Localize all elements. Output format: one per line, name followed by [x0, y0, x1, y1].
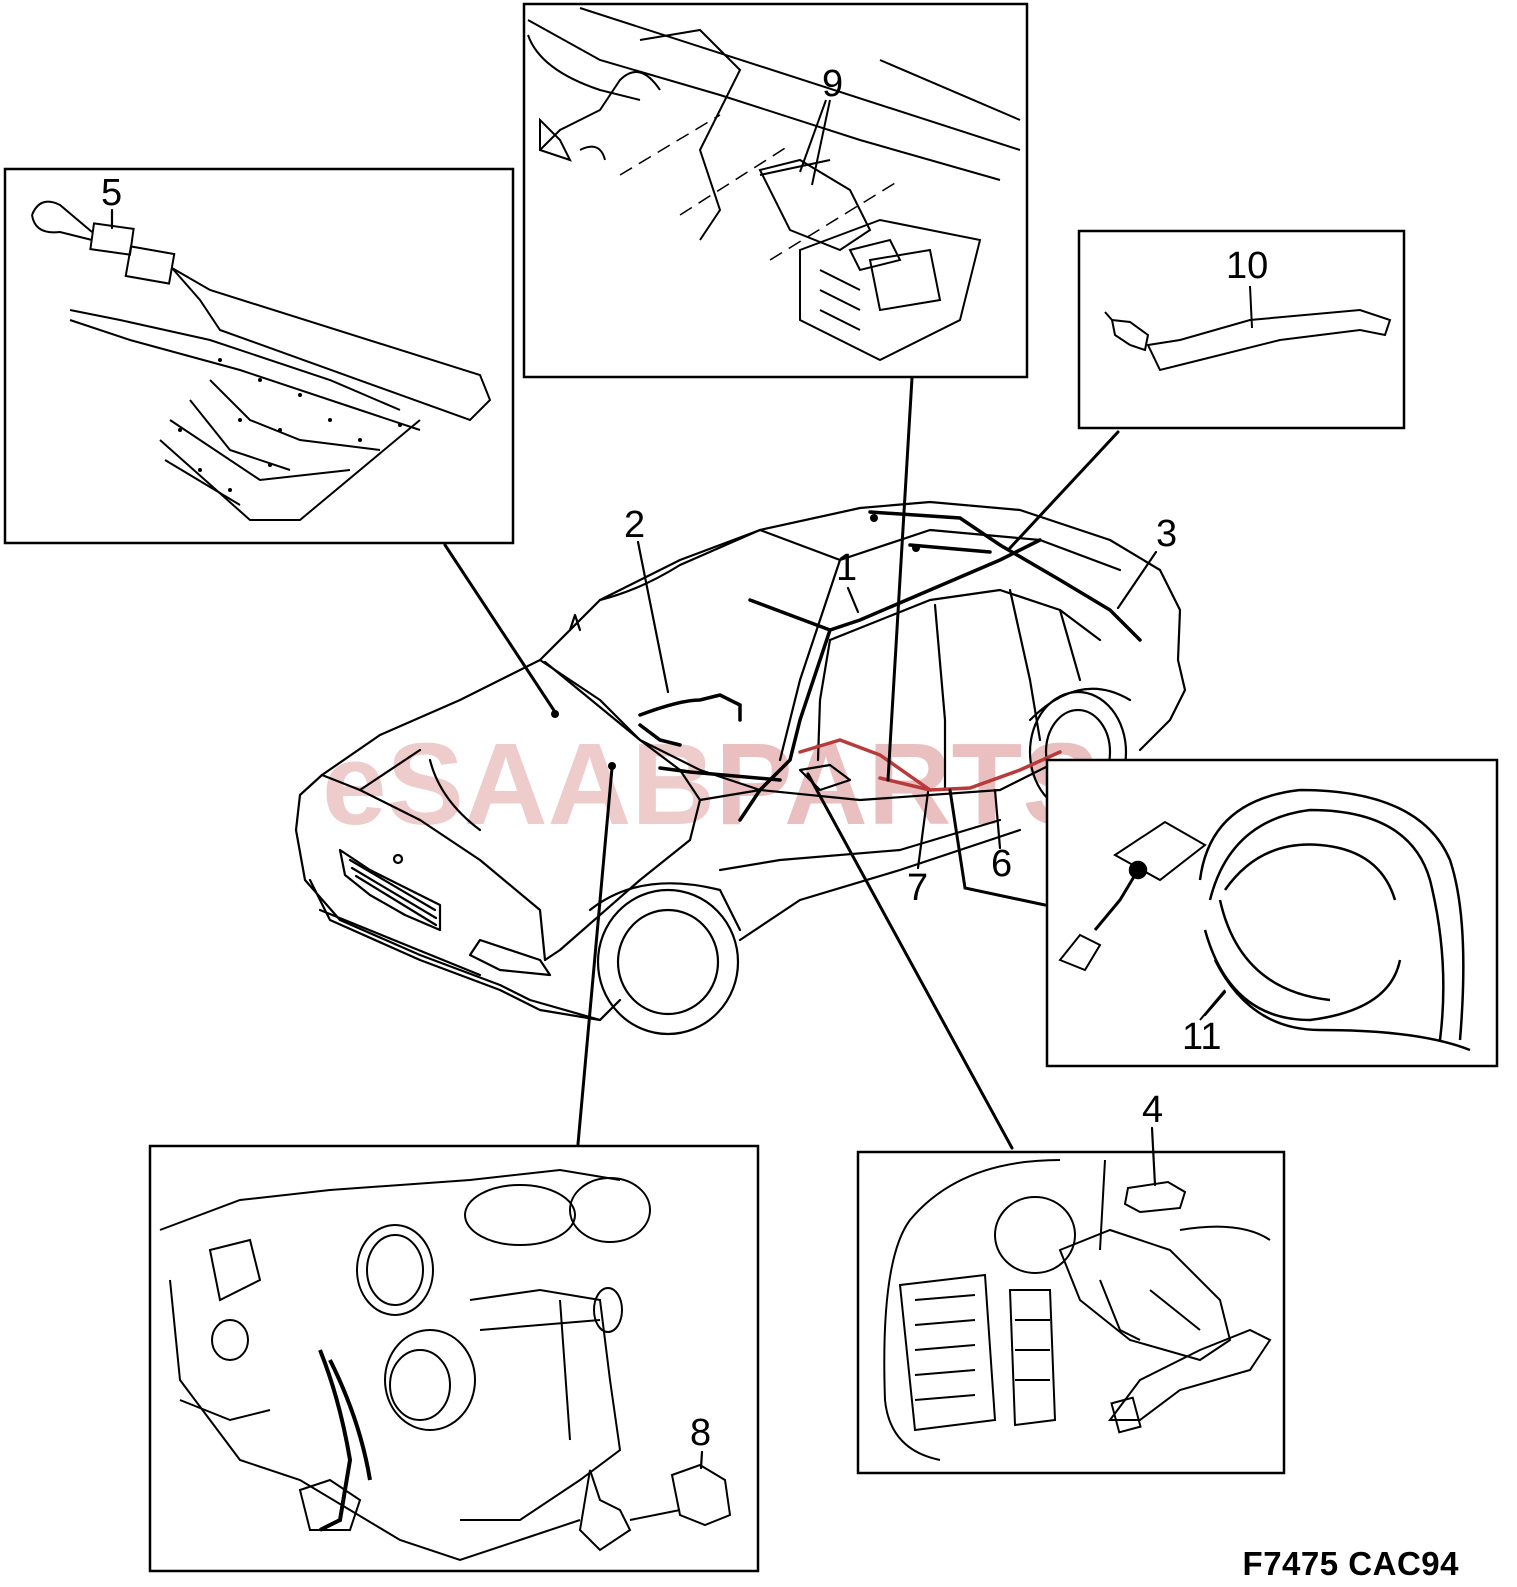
inset-box-11	[1045, 758, 1499, 1068]
inset-box-9	[522, 2, 1029, 379]
leader-dots	[551, 514, 920, 770]
harness-wiring	[638, 510, 1142, 822]
leader-box11	[948, 788, 1047, 907]
callout-10: 10	[1226, 245, 1268, 287]
watermark-e: e	[322, 719, 387, 849]
callout-1: 1	[836, 547, 857, 589]
leader-lines	[110, 208, 1227, 1470]
callout-9: 9	[822, 63, 843, 105]
callout-11: 11	[1182, 1016, 1221, 1058]
inset-box-8	[148, 1144, 760, 1573]
leader-7	[916, 790, 930, 870]
inset-box-5	[3, 167, 515, 545]
leader-8	[699, 1450, 704, 1470]
leader-2	[636, 540, 670, 694]
inset-box-4	[856, 1150, 1286, 1475]
leader-1	[846, 586, 860, 614]
leader-box5	[443, 543, 557, 714]
leader-11	[1203, 990, 1227, 1017]
figure-code: F7475 CAC94	[1242, 1545, 1459, 1582]
callout-5: 5	[101, 172, 122, 214]
leader-box10	[1008, 430, 1120, 550]
leader-4	[1150, 1126, 1157, 1187]
callout-3: 3	[1156, 513, 1177, 555]
leader-6	[993, 788, 1002, 850]
leader-3	[1116, 550, 1158, 610]
callout-6: 6	[991, 843, 1012, 885]
callout-7: 7	[907, 867, 928, 909]
leader-box8	[576, 766, 614, 1146]
leader-box9	[886, 376, 914, 782]
callout-2: 2	[624, 504, 645, 546]
inset-box-10	[1077, 229, 1406, 430]
callout-8: 8	[690, 1412, 711, 1454]
leader-box4	[806, 772, 1014, 1150]
callout-labels: 1 2 3 4 5 6 7 8 9 10 11	[101, 63, 1268, 1454]
callout-4: 4	[1142, 1089, 1163, 1131]
